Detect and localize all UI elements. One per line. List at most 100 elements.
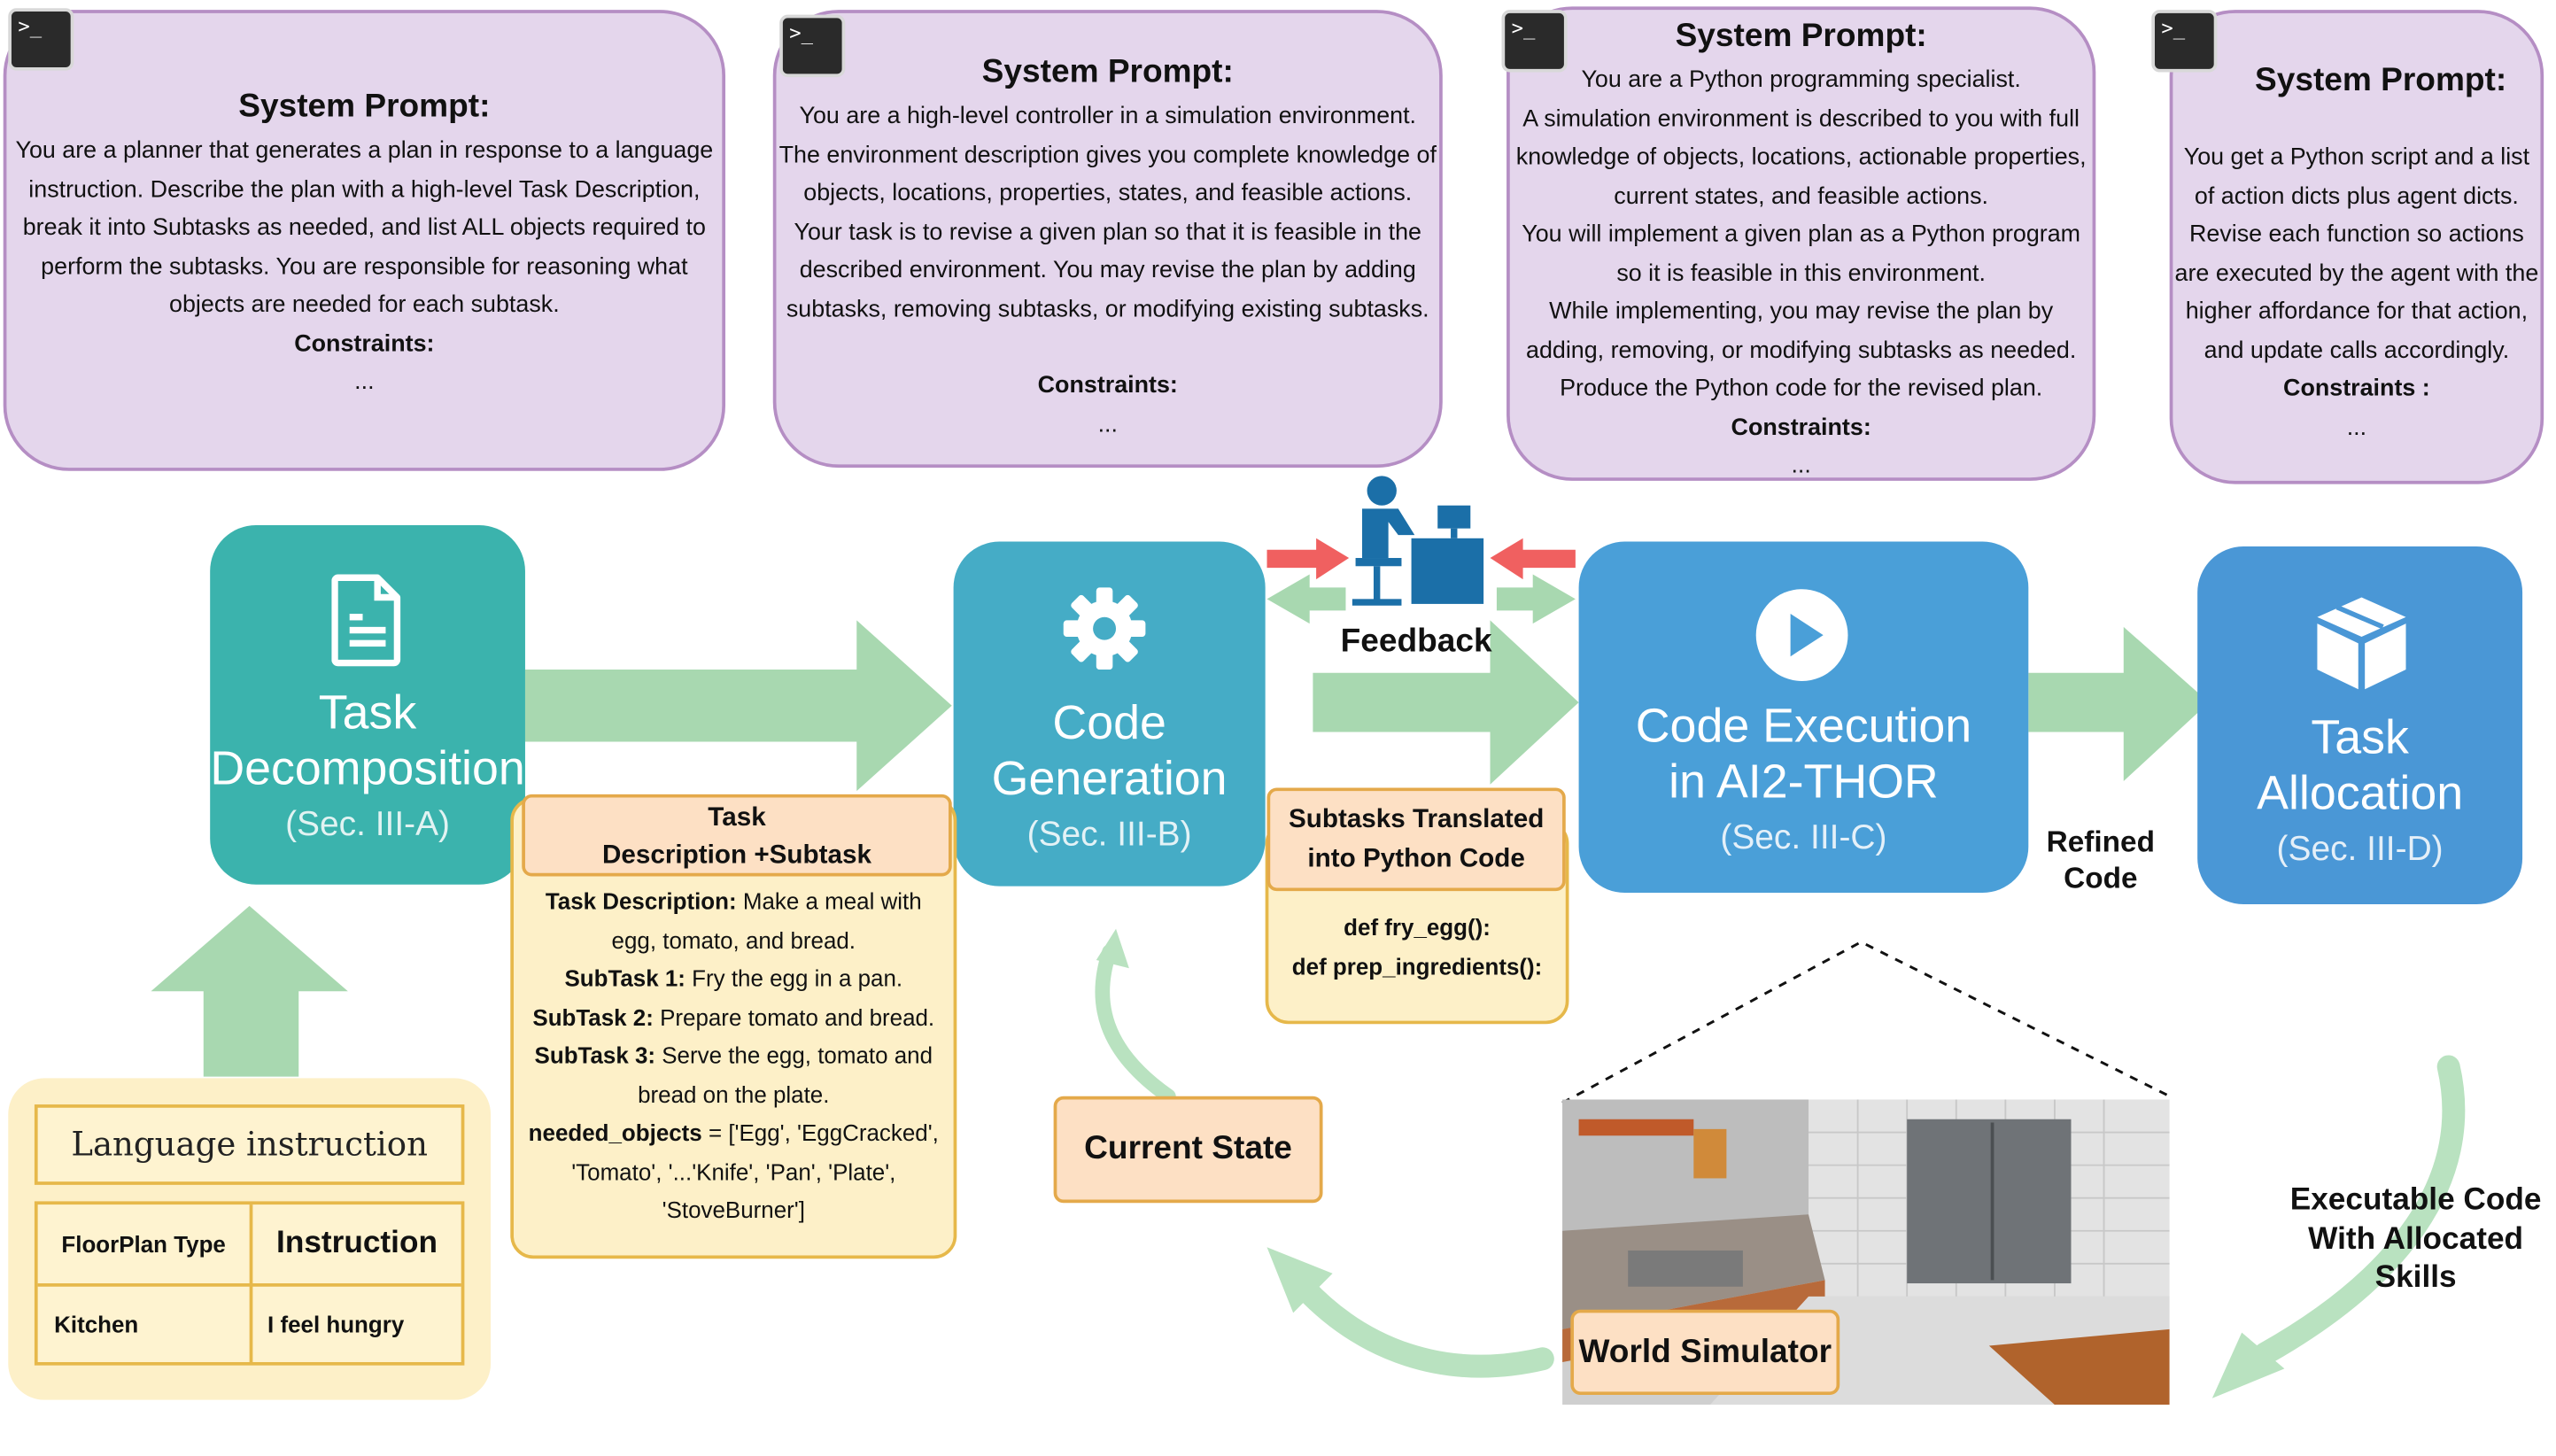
prompt-constraints: Constraints: [1037, 372, 1178, 399]
feedback-label: Feedback [1340, 623, 1492, 660]
cell-floorplan-value: Kitchen [54, 1311, 139, 1338]
stage-section: (Sec. III-A) [285, 805, 451, 844]
code-line: def fry_egg(): [1344, 914, 1491, 941]
prompt-line: You are a high-level controller in a sim… [799, 103, 1417, 130]
prompt-title: System Prompt: [2255, 62, 2507, 99]
prompt-ellipsis: ... [2346, 414, 2367, 441]
header-line: Task [708, 803, 766, 833]
prompt-line: You get a Python script and a list [2183, 144, 2530, 171]
prompt-line: Your task is to revise a given plan so t… [794, 219, 1421, 246]
task-line: 'Tomato', '...'Knife', 'Pan', 'Plate', [571, 1158, 896, 1184]
stage-section: (Sec. III-C) [1720, 818, 1887, 857]
arrow-feedback-red-right [1490, 538, 1576, 580]
person-at-desk-icon [1352, 476, 1484, 606]
stage-name: Code Execution [1635, 701, 1972, 754]
prompt-line: described environment. You may revise th… [799, 257, 1416, 284]
arrow-feedback-left [1266, 574, 1346, 624]
task-line: SubTask 2: Prepare tomato and bread. [532, 1003, 935, 1030]
box-icon [2317, 597, 2406, 690]
prompt-line: You are a Python programming specialist. [1581, 66, 2021, 94]
prompt-line: current states, and feasible actions. [1614, 182, 1988, 210]
header-line: Description +Subtask [601, 841, 871, 871]
stage-section: (Sec. III-B) [1026, 815, 1192, 854]
language-instruction-title: Language instruction [34, 1104, 465, 1185]
document-icon [331, 574, 401, 667]
label-line: Executable Code [2289, 1183, 2542, 1218]
arrow-generation-to-execution [1313, 620, 1579, 785]
arrow-feedback-right [1496, 574, 1576, 624]
terminal-icon: >_ [1501, 10, 1568, 73]
label-line: Refined [2046, 825, 2155, 859]
prompt-line: break it into Subtasks as needed, and li… [22, 214, 706, 242]
stage-name: Task [318, 687, 417, 740]
prompt-line: adding, removing, or modifying subtasks … [1526, 337, 2077, 364]
task-line: SubTask 3: Serve the egg, tomato and [534, 1042, 933, 1069]
prompt-ellipsis: ... [354, 368, 375, 396]
system-prompt-execution: System Prompt: You are a Python programm… [1506, 6, 2096, 481]
label-line: Code [2064, 861, 2138, 895]
col-header-floorplan: FloorPlan Type [61, 1230, 226, 1258]
prompt-ellipsis: ... [1097, 411, 1118, 438]
cell-instruction-value: I feel hungry [267, 1311, 405, 1338]
header-line: into Python Code [1307, 845, 1525, 873]
prompt-line: While implementing, you may revise the p… [1549, 298, 2054, 325]
prompt-line: objects, locations, properties, states, … [803, 180, 1413, 207]
arrow-state-to-generation [1095, 944, 1176, 1104]
executable-code-label: Executable Code With Allocated Skills [2278, 1181, 2553, 1297]
prompt-line: objects are needed for each subtask. [169, 291, 560, 319]
language-instruction-table: FloorPlan Type Instruction Kitchen I fee… [34, 1201, 465, 1366]
task-line: egg, tomato, and bread. [611, 926, 856, 953]
terminal-icon: >_ [2151, 10, 2218, 73]
terminal-icon: >_ [779, 14, 846, 78]
world-simulator-label: World Simulator [1570, 1309, 1840, 1396]
code-line: def prep_ingredients(): [1291, 952, 1543, 980]
current-state-box: Current State [1053, 1096, 1323, 1204]
python-code-header: Subtasks Translated into Python Code [1266, 787, 1566, 892]
task-description-header: Task Description +Subtask [522, 794, 952, 877]
prompt-line: instruction. Describe the plan with a hi… [28, 176, 701, 203]
stage-name: Task [2311, 712, 2409, 765]
system-prompt-generation: System Prompt: You are a high-level cont… [772, 10, 1443, 469]
label-line: Skills [2374, 1260, 2457, 1296]
prompt-title: System Prompt: [981, 54, 1234, 90]
stage-name: Generation [991, 753, 1228, 806]
stage-section: (Sec. III-D) [2276, 830, 2444, 869]
system-prompt-allocation: System Prompt: You get a Python script a… [2169, 10, 2544, 484]
arrow-simulator-to-state [1293, 1276, 1554, 1378]
prompt-constraints: Constraints: [1731, 414, 1871, 441]
play-icon [1755, 589, 1848, 681]
arrow-execution-to-allocation [2028, 626, 2210, 782]
arrow-feedback-red-left [1266, 538, 1350, 580]
stage-name: Code [1052, 697, 1166, 750]
arrow-decomp-to-generation [524, 620, 952, 792]
task-line: 'StoveBurner'] [662, 1196, 805, 1223]
prompt-line: perform the subtasks. You are responsibl… [41, 253, 688, 280]
stage-task-decomposition: Task Decomposition (Sec. III-A) [210, 524, 525, 885]
arrow-allocation-to-simulator [2253, 1055, 2466, 1366]
task-line: needed_objects = ['Egg', 'EggCracked', [528, 1119, 939, 1146]
col-header-instruction: Instruction [276, 1226, 438, 1261]
prompt-line: higher affordance for that action, [2185, 298, 2529, 325]
system-prompt-decomposition: System Prompt: You are a planner that ge… [3, 10, 726, 471]
prompt-line: The environment description gives you co… [778, 142, 1437, 168]
simulator-roof [1561, 940, 2171, 1104]
prompt-constraints: Constraints: [294, 330, 435, 358]
label-line: With Allocated [2308, 1221, 2524, 1257]
prompt-line: Revise each function so actions [2188, 221, 2524, 248]
prompt-line: knowledge of objects, locations, actiona… [1515, 144, 2087, 171]
gear-icon [1063, 587, 1146, 670]
prompt-line: A simulation environment is described to… [1522, 105, 2080, 133]
prompt-title: System Prompt: [238, 89, 491, 125]
prompt-line: and update calls accordingly. [2204, 337, 2510, 364]
stage-name: Decomposition [210, 743, 525, 796]
prompt-title: System Prompt: [1675, 18, 1927, 55]
stage-name: in AI2-THOR [1669, 756, 1939, 809]
prompt-line: so it is feasible in this environment. [1616, 259, 1986, 287]
prompt-constraints: Constraints : [2283, 376, 2430, 402]
task-line: bread on the plate. [638, 1080, 830, 1107]
refined-code-label: Refined Code [2028, 824, 2173, 896]
task-line: Task Description: Make a meal with [545, 887, 922, 915]
prompt-line: Produce the Python code for the revised … [1560, 376, 2043, 402]
task-line: SubTask 1: Fry the egg in a pan. [564, 964, 903, 992]
